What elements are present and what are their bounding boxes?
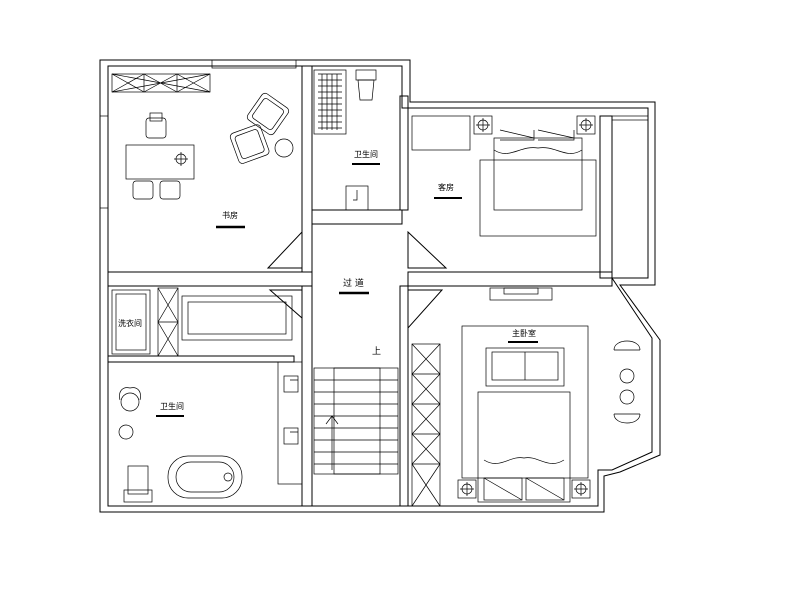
room-label-laundry: 洗衣间: [118, 318, 142, 328]
study-room: 书房: [99, 59, 297, 229]
room-label-main-bathroom: 卫生间: [160, 401, 184, 411]
main-bathroom: 洗衣间 卫生间: [111, 287, 303, 503]
small-bathroom: 卫生间: [313, 69, 380, 211]
stair-up-label: 上: [372, 346, 381, 357]
guest-room: 客房: [411, 115, 649, 237]
corridor: 过 道 上: [313, 277, 399, 475]
interior-walls: [107, 65, 613, 507]
outer-walls: [99, 59, 661, 513]
room-label-master-bedroom: 主卧室: [512, 328, 536, 338]
room-label-corridor: 过 道: [343, 277, 364, 289]
room-label-study: 书房: [222, 210, 238, 220]
room-label-guest-room: 客房: [438, 182, 454, 192]
master-bedroom: 主卧室: [411, 287, 641, 507]
room-label-small-bathroom: 卫生间: [354, 149, 378, 159]
